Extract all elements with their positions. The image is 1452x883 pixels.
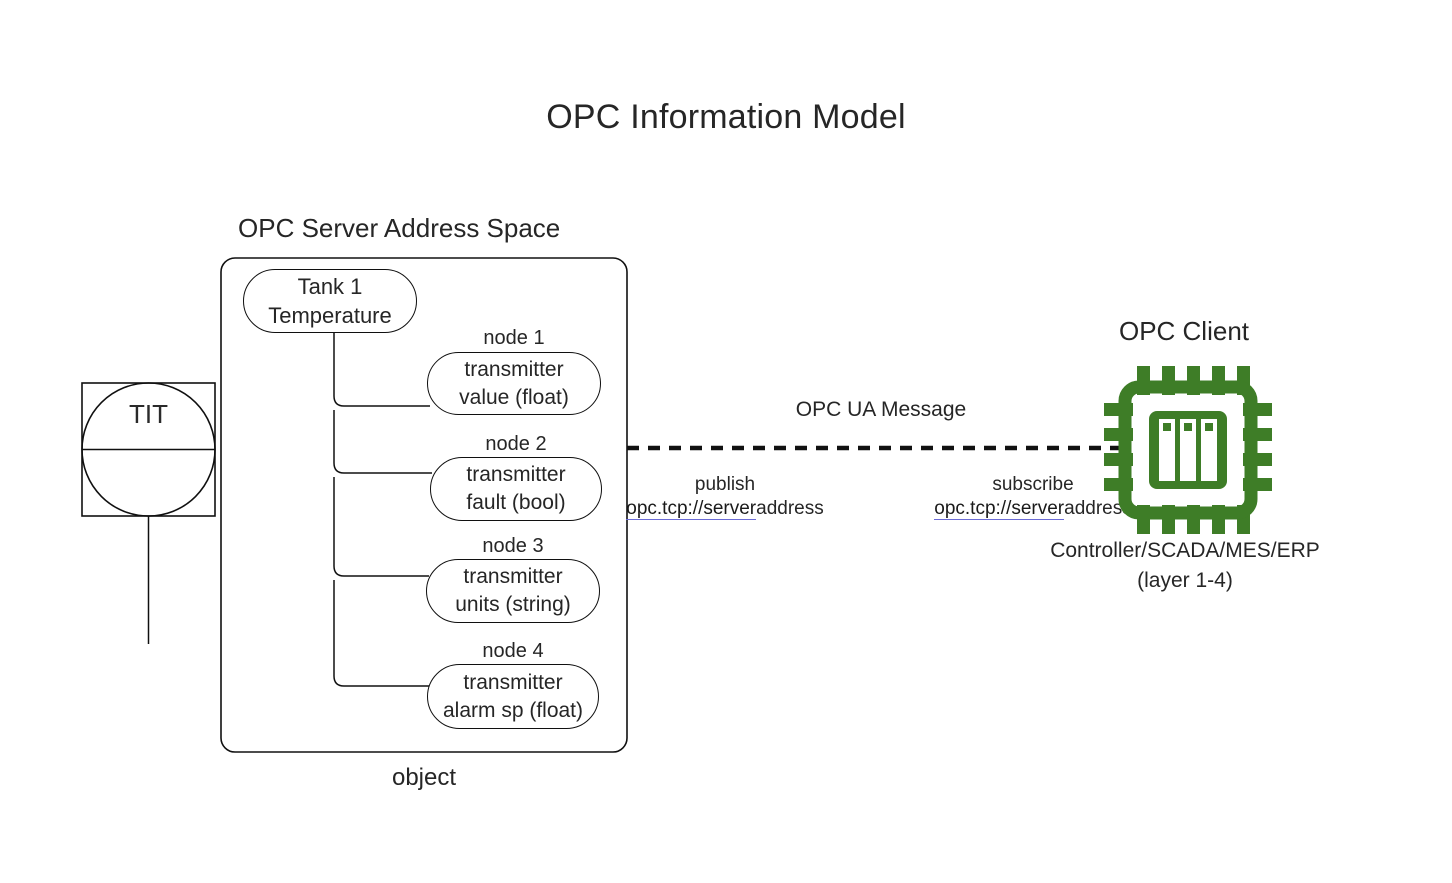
node-3-line1: transmitter <box>463 565 563 589</box>
node-3-line2: units (string) <box>455 593 571 616</box>
opc-client-subtitle: Controller/SCADA/MES/ERP (layer 1-4) <box>985 536 1385 597</box>
publish-endpoint-label: publish opc.tcp://serveraddress <box>600 473 850 522</box>
client-subtitle-line1: Controller/SCADA/MES/ERP <box>1050 539 1320 562</box>
node-4-line2: alarm sp (float) <box>442 698 584 722</box>
root-node-line1: Tank 1 <box>297 273 363 299</box>
tree-connectors <box>333 333 432 687</box>
subscribe-url-tail: address <box>1064 498 1132 520</box>
client-subtitle-line2: (layer 1-4) <box>1137 569 1233 593</box>
tit-instrument-symbol <box>81 382 216 644</box>
node-4-id-label: node 4 <box>482 640 544 662</box>
node-4-line1: transmitter <box>463 670 563 694</box>
address-space-container <box>220 257 628 753</box>
subscribe-endpoint-label: subscribe opc.tcp://serveraddress <box>908 473 1158 522</box>
subscribe-url-link[interactable]: opc.tcp://server <box>934 498 1065 521</box>
node-2-id-label: node 2 <box>485 433 547 455</box>
address-space-caption: OPC Server Address Space <box>238 213 561 243</box>
opc-client-caption: OPC Client <box>1118 316 1250 346</box>
root-node-line2: Temperature <box>268 303 392 328</box>
node-tank1-temperature[interactable]: Tank 1 Temperature <box>243 269 417 333</box>
node-1-id-label: node 1 <box>483 327 545 349</box>
cpu-chip-icon <box>1104 366 1272 534</box>
node-transmitter-alarm-sp[interactable]: transmitter alarm sp (float) <box>427 664 599 729</box>
subscribe-action-label: subscribe <box>992 474 1074 495</box>
page-title: OPC Information Model <box>546 98 906 136</box>
node-2-line1: transmitter <box>466 463 566 487</box>
node-2-line2: fault (bool) <box>466 491 566 514</box>
node-transmitter-value[interactable]: transmitter value (float) <box>427 352 601 415</box>
tit-tag-label: TIT <box>129 399 168 429</box>
publish-url-link[interactable]: opc.tcp://server <box>626 498 757 521</box>
subscribe-url[interactable]: opc.tcp://serveraddress <box>908 497 1158 521</box>
opc-ua-message-label: OPC UA Message <box>795 398 967 421</box>
publish-action-label: publish <box>694 474 756 495</box>
node-transmitter-fault[interactable]: transmitter fault (bool) <box>430 457 602 521</box>
object-caption: object <box>391 764 457 791</box>
node-1-line2: value (float) <box>459 385 569 409</box>
publish-url-tail: address <box>756 498 824 520</box>
node-1-line1: transmitter <box>464 357 564 381</box>
node-3-id-label: node 3 <box>482 535 544 557</box>
node-transmitter-units[interactable]: transmitter units (string) <box>426 559 600 623</box>
publish-url[interactable]: opc.tcp://serveraddress <box>600 497 850 521</box>
